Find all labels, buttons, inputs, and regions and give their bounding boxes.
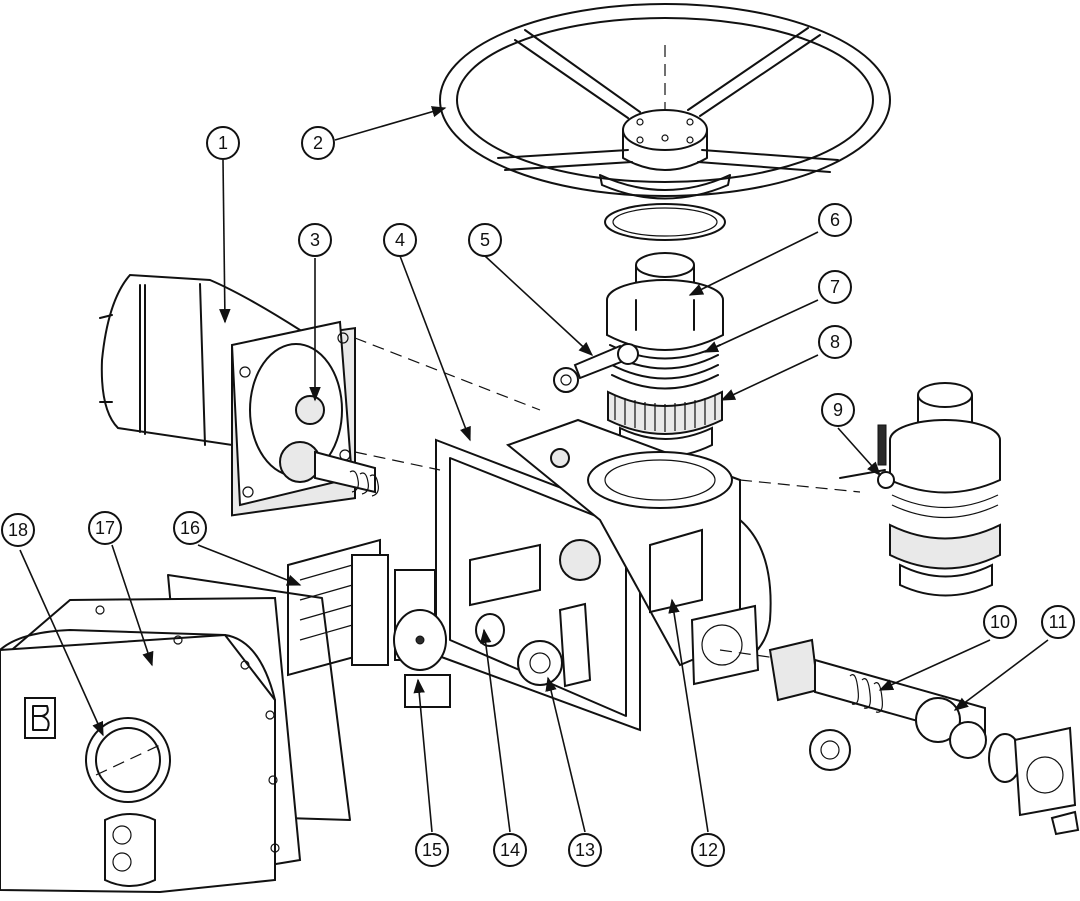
callout-5: 5 <box>468 223 502 257</box>
svg-text:7: 7 <box>830 277 840 297</box>
svg-text:11: 11 <box>1049 612 1068 632</box>
callout-11: 11 <box>1041 605 1075 639</box>
svg-text:15: 15 <box>422 840 442 860</box>
callout-14: 14 <box>493 833 527 867</box>
handwheel <box>439 3 891 241</box>
svg-text:10: 10 <box>990 612 1010 632</box>
callout-18: 18 <box>1 513 35 547</box>
svg-text:12: 12 <box>698 840 718 860</box>
callout-2: 2 <box>301 126 335 160</box>
svg-text:13: 13 <box>575 840 595 860</box>
svg-text:2: 2 <box>313 133 323 153</box>
electric-motor <box>99 273 379 517</box>
callout-17: 17 <box>88 511 122 545</box>
callout-3: 3 <box>298 223 332 257</box>
switch-assembly <box>287 538 592 708</box>
spare-gear-stack <box>839 382 1001 597</box>
manual-override-shaft <box>768 638 1080 836</box>
svg-text:9: 9 <box>833 400 843 420</box>
clutch-lever-shaft <box>553 343 639 393</box>
callout-9: 9 <box>821 393 855 427</box>
svg-text:18: 18 <box>8 520 28 540</box>
callout-15: 15 <box>415 833 449 867</box>
callout-13: 13 <box>568 833 602 867</box>
svg-text:8: 8 <box>830 332 840 352</box>
svg-text:1: 1 <box>218 133 228 153</box>
svg-text:14: 14 <box>500 840 520 860</box>
svg-text:6: 6 <box>830 210 840 230</box>
callout-8: 8 <box>818 325 852 359</box>
svg-text:16: 16 <box>180 518 200 538</box>
callout-4: 4 <box>383 223 417 257</box>
callout-16: 16 <box>173 511 207 545</box>
callout-7: 7 <box>818 270 852 304</box>
callout-1: 1 <box>206 126 240 160</box>
callout-12: 12 <box>691 833 725 867</box>
svg-text:4: 4 <box>395 230 405 250</box>
svg-text:17: 17 <box>95 518 115 538</box>
callout-10: 10 <box>983 605 1017 639</box>
svg-text:5: 5 <box>480 230 490 250</box>
callout-6: 6 <box>818 203 852 237</box>
cover-with-gasket <box>0 574 351 894</box>
svg-text:3: 3 <box>310 230 320 250</box>
leader-lines <box>19 106 1049 833</box>
